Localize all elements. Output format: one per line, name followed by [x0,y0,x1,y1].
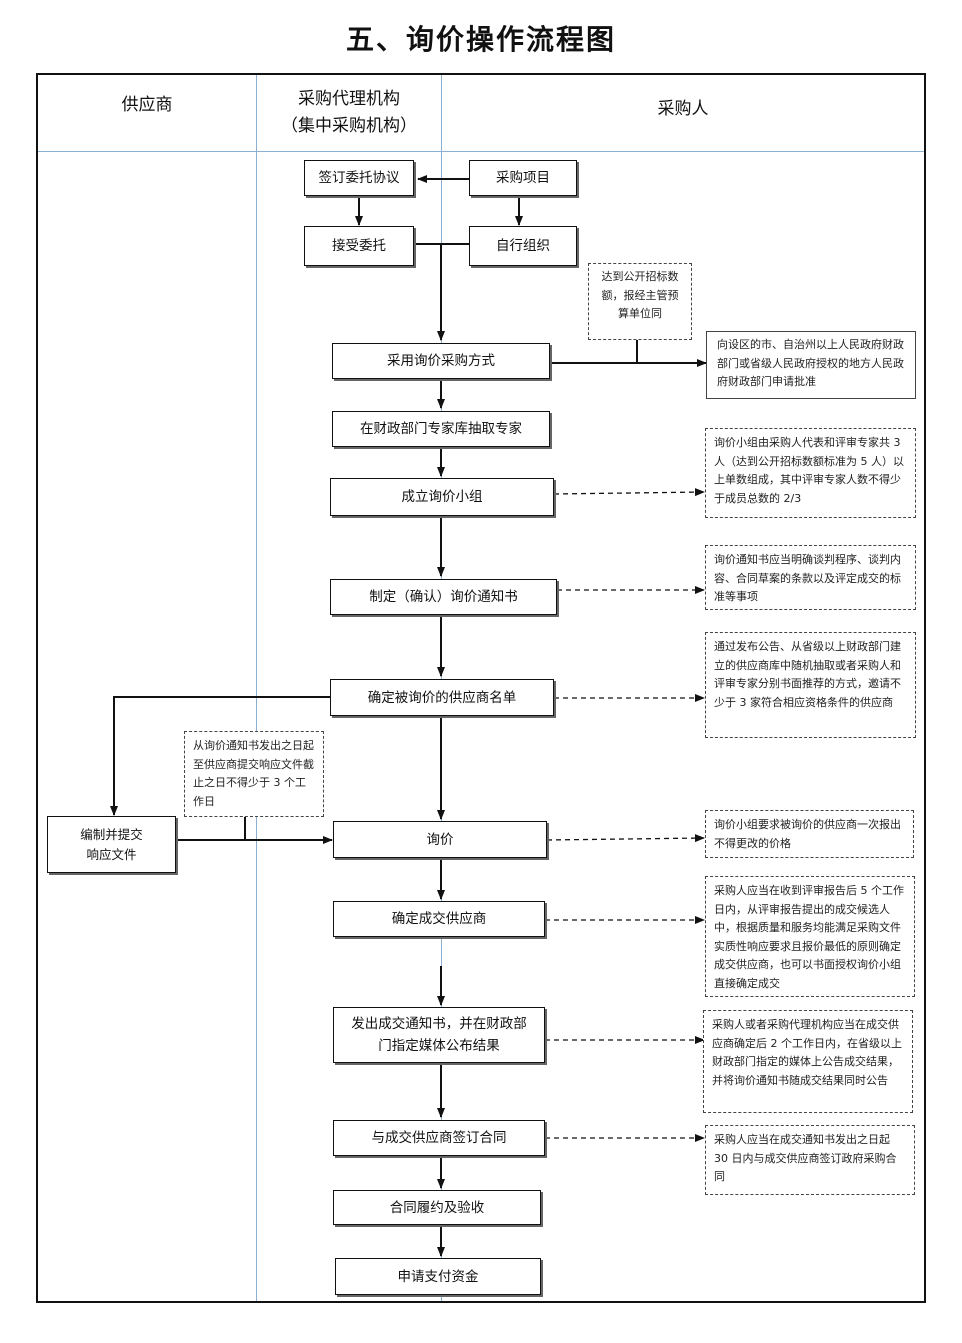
lane-header-purchaser: 采购人 [657,99,709,119]
step-draft-notice: 制定（确认）询价通知书 [330,579,557,615]
step-self-organize: 自行组织 [469,226,577,266]
step-payment: 申请支付资金 [335,1258,541,1295]
step-adopt-inquiry: 采用询价采购方式 [332,343,550,379]
step-publish-result-line2: 门指定媒体公布结果 [378,1038,500,1054]
step-draw-experts: 在财政部门专家库抽取专家 [332,411,550,447]
dashed-arrow-group-note [553,488,705,497]
flowchart-frame [36,73,926,1303]
note-approval: 向设区的市、自治州以上人民政府财政部门或省级人民政府授权的地方人民政府财政部门申… [706,331,916,399]
note-determine-rule: 采购人应当在收到评审报告后 5 个工作日内，从评审报告提出的成交候选人中，根据质… [705,876,915,997]
lane-header-agency-line1: 采购代理机构 [298,89,400,109]
dashed-arrow-inquiry-note [546,834,705,843]
header-divider [38,151,924,152]
lane-header-agency: 采购代理机构 （集中采购机构） [257,86,441,140]
step-sign-agreement: 签订委托协议 [304,160,414,196]
note-announce-rule: 采购人或者采购代理机构应当在成交供应商确定后 2 个工作日内，在省级以上财政部门… [703,1010,913,1113]
step-determine-supplier: 确定成交供应商 [333,901,545,937]
lane-divider-1 [256,75,257,1301]
note-group-composition: 询价小组由采购人代表和评审专家共 3 人（达到公开招标数额标准为 5 人）以上单… [705,428,916,518]
step-supplier-list: 确定被询价的供应商名单 [330,679,554,716]
note-supplier-selection: 通过发布公告、从省级以上财政部门建立的供应商库中随机抽取或者采购人和评审专家分别… [705,632,916,738]
lane-header-agency-line2: （集中采购机构） [281,116,417,136]
step-prepare-response-line1: 编制并提交 [80,826,143,842]
step-inquiry: 询价 [333,821,547,858]
step-procurement-project: 采购项目 [469,160,577,196]
note-one-time-quote: 询价小组要求被询价的供应商一次报出不得更改的价格 [705,810,914,858]
arrow-list-to-supplier [110,696,330,816]
note-threshold: 达到公开招标数额，报经主管预算单位同 [588,263,692,340]
step-acceptance: 合同履约及验收 [333,1190,541,1225]
step-sign-contract: 与成交供应商签订合同 [333,1120,545,1156]
step-form-group: 成立询价小组 [330,478,554,516]
step-publish-result-line1: 发出成交通知书，并在财政部 [351,1016,527,1032]
step-prepare-response: 编制并提交 响应文件 [47,816,176,873]
page-title: 五、询价操作流程图 [345,23,616,56]
step-prepare-response-line2: 响应文件 [86,846,137,862]
step-accept-commission: 接受委托 [304,226,414,266]
note-notice-content: 询价通知书应当明确谈判程序、谈判内容、合同草案的条款以及评定成交的标准等事项 [705,545,916,610]
note-contract-rule: 采购人应当在成交通知书发出之日起 30 日内与成交供应商签订政府采购合同 [705,1125,915,1195]
step-publish-result: 发出成交通知书，并在财政部 门指定媒体公布结果 [333,1007,545,1063]
lane-header-supplier: 供应商 [121,95,173,115]
note-response-period: 从询价通知书发出之日起至供应商提交响应文件截止之日不得少于 3 个工作日 [184,731,324,817]
